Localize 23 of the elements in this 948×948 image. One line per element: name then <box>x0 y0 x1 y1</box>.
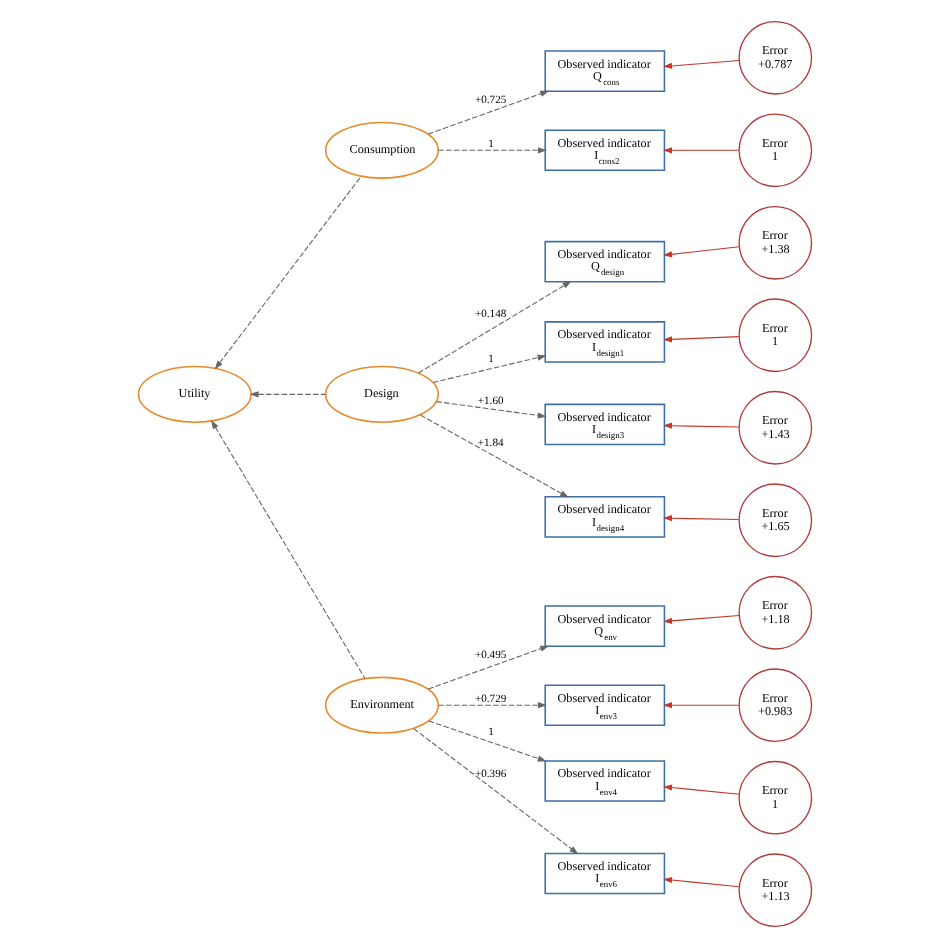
arrow <box>662 336 739 343</box>
arrow <box>436 702 546 709</box>
arrow <box>431 354 546 383</box>
arrow <box>662 784 739 795</box>
arrow <box>412 728 578 855</box>
arrow <box>434 401 546 419</box>
arrow <box>210 419 365 680</box>
arrow <box>662 614 739 624</box>
arrow <box>436 147 546 154</box>
arrow <box>427 720 546 762</box>
arrow <box>662 702 739 709</box>
arrow <box>426 645 549 690</box>
arrow <box>418 414 569 498</box>
arrow <box>662 876 739 888</box>
arrow <box>662 60 739 69</box>
arrow <box>662 422 739 429</box>
arrow <box>662 147 739 154</box>
arrow <box>416 281 571 374</box>
arrow <box>662 515 739 522</box>
arrow <box>426 90 549 135</box>
arrow <box>662 246 739 258</box>
arrow <box>213 175 361 370</box>
arrow <box>248 391 325 398</box>
